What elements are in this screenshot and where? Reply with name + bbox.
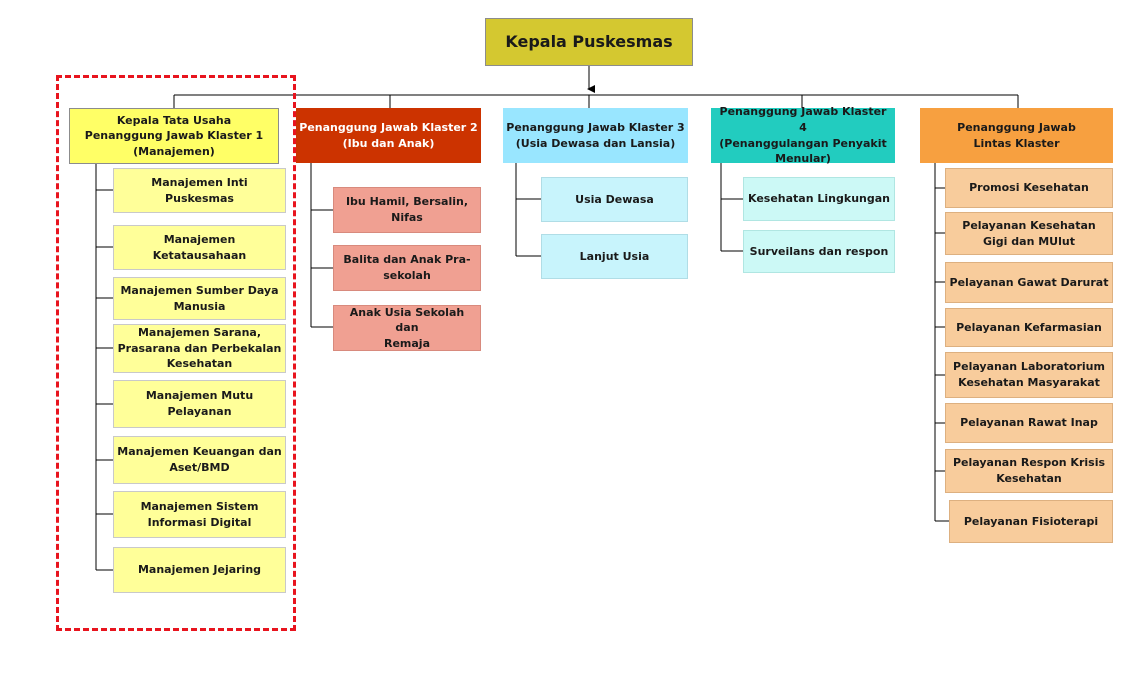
klaster1-item-box: Manajemen Keuangan dan Aset/BMD xyxy=(113,436,286,484)
klaster3-head-box: Penanggung Jawab Klaster 3 (Usia Dewasa … xyxy=(503,108,688,163)
klaster1-item-box: Manajemen Sistem Informasi Digital xyxy=(113,491,286,538)
klaster2-item-box: Ibu Hamil, Bersalin, Nifas xyxy=(333,187,481,233)
klaster2-item-box: Anak Usia Sekolah dan Remaja xyxy=(333,305,481,351)
lintas-klaster-head-box: Penanggung Jawab Lintas Klaster xyxy=(920,108,1113,163)
klaster4-head-box: Penanggung Jawab Klaster 4 (Penanggulang… xyxy=(711,105,895,165)
klaster1-item-box: Manajemen Mutu Pelayanan xyxy=(113,380,286,428)
lintas-item-box: Pelayanan Kesehatan Gigi dan MUlut xyxy=(945,212,1113,255)
lintas-item-box: Promosi Kesehatan xyxy=(945,168,1113,208)
lintas-item-box: Pelayanan Fisioterapi xyxy=(949,500,1113,543)
klaster3-item-box: Usia Dewasa xyxy=(541,177,688,222)
klaster4-item-box: Kesehatan Lingkungan xyxy=(743,177,895,221)
klaster1-item-box: Manajemen Sarana, Prasarana dan Perbekal… xyxy=(113,324,286,373)
lintas-item-box: Pelayanan Rawat Inap xyxy=(945,403,1113,443)
klaster1-item-box: Manajemen Inti Puskesmas xyxy=(113,168,286,213)
lintas-item-box: Pelayanan Laboratorium Kesehatan Masyara… xyxy=(945,352,1113,398)
klaster2-head-box: Penanggung Jawab Klaster 2 (Ibu dan Anak… xyxy=(296,108,481,163)
kepala-puskesmas-box: Kepala Puskesmas xyxy=(485,18,693,66)
klaster2-item-box: Balita dan Anak Pra- sekolah xyxy=(333,245,481,291)
klaster3-item-box: Lanjut Usia xyxy=(541,234,688,279)
lintas-item-box: Pelayanan Kefarmasian xyxy=(945,308,1113,347)
klaster1-item-box: Manajemen Sumber Daya Manusia xyxy=(113,277,286,320)
lintas-item-box: Pelayanan Gawat Darurat xyxy=(945,262,1113,303)
klaster4-item-box: Surveilans dan respon xyxy=(743,230,895,273)
klaster1-item-box: Manajemen Jejaring xyxy=(113,547,286,593)
lintas-item-box: Pelayanan Respon Krisis Kesehatan xyxy=(945,449,1113,493)
klaster1-head-box: Kepala Tata Usaha Penanggung Jawab Klast… xyxy=(69,108,279,164)
highlight-dashed-frame xyxy=(56,75,296,631)
klaster1-item-box: Manajemen Ketatausahaan xyxy=(113,225,286,270)
